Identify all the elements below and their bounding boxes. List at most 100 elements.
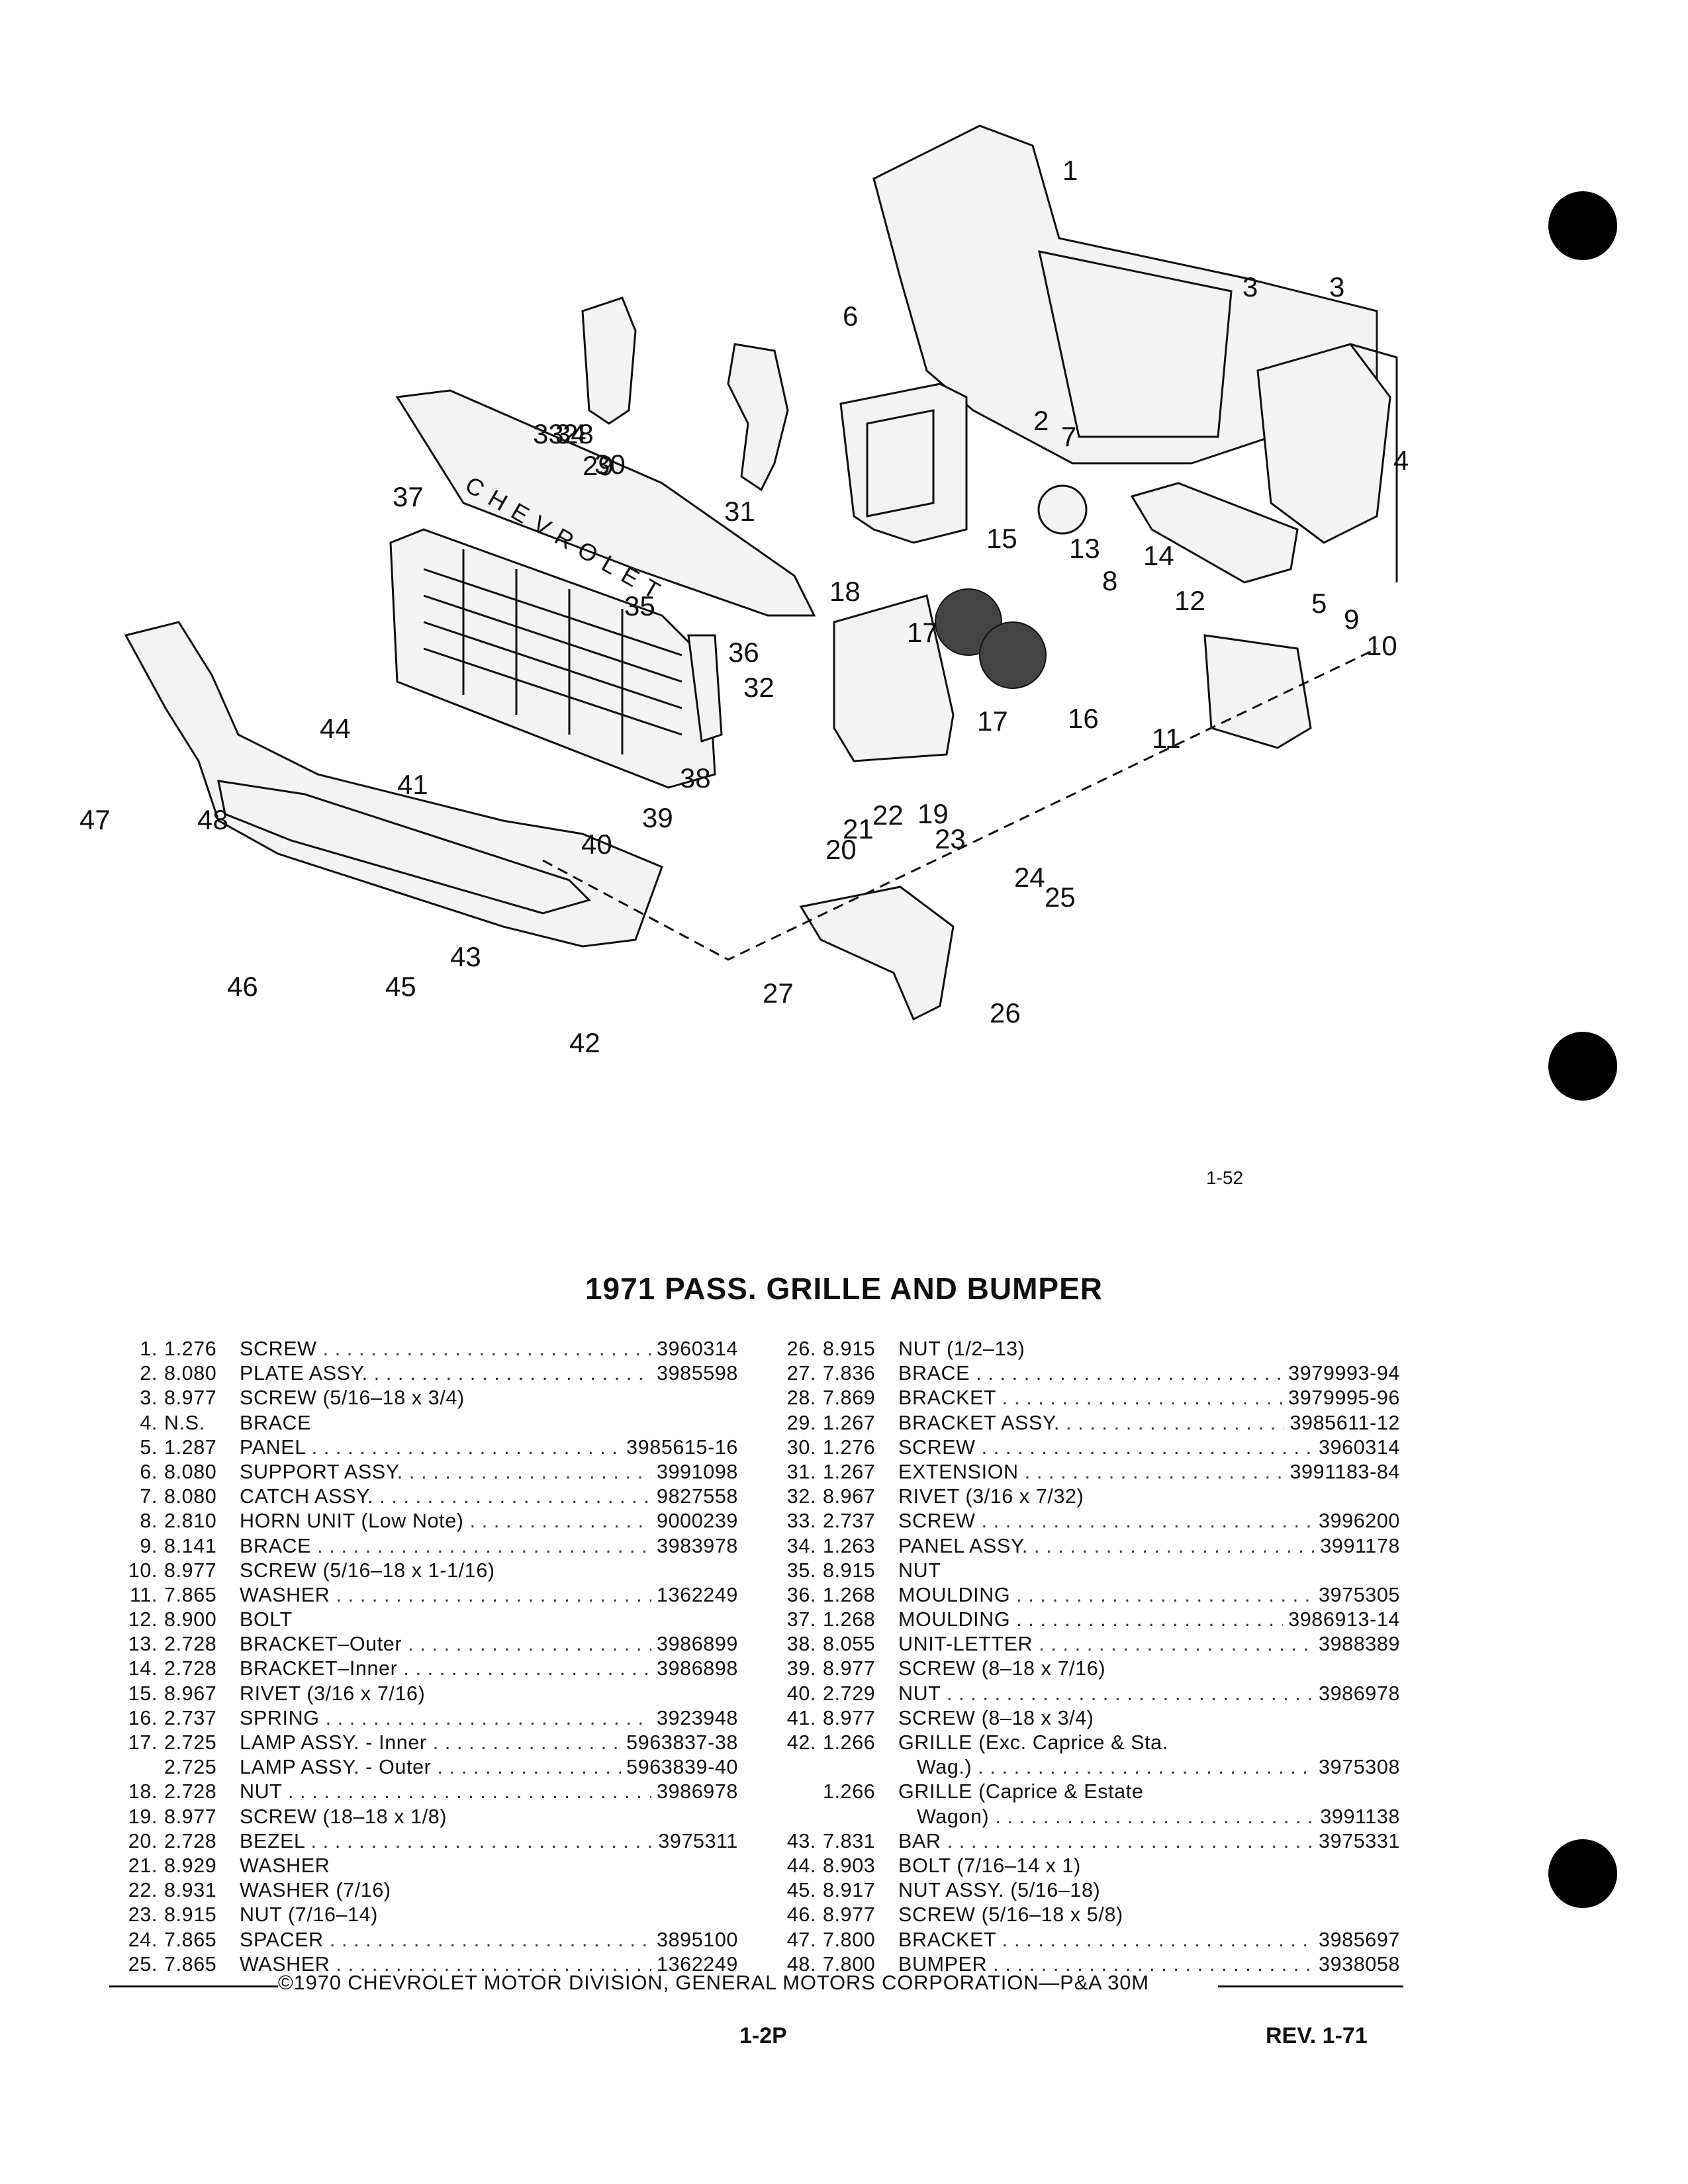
part-description: RIVET (3/16 x 7/32) xyxy=(898,1485,1084,1508)
part-description: WASHER (7/16) xyxy=(240,1879,391,1902)
callout-37: 37 xyxy=(393,481,424,512)
item-number: 28. xyxy=(786,1387,816,1410)
group-number: 2.728 xyxy=(164,1657,217,1680)
part-number: 3991183-84 xyxy=(1284,1459,1400,1485)
item-number: 4. xyxy=(140,1411,158,1434)
item-number: 29. xyxy=(786,1411,816,1434)
headlamp-bezel xyxy=(833,594,955,762)
callout-17: 17 xyxy=(977,705,1008,737)
callout-34: 34 xyxy=(555,418,586,449)
group-number: 1.263 xyxy=(823,1534,876,1557)
group-number: 8.929 xyxy=(164,1854,217,1877)
group-number: 2.725 xyxy=(164,1731,217,1754)
group-number: 8.977 xyxy=(164,1559,217,1582)
support-assy xyxy=(839,383,968,544)
callout-32: 32 xyxy=(743,672,774,703)
bumper-bar xyxy=(124,621,663,948)
part-number: 3979993-94 xyxy=(1283,1361,1400,1387)
figure-number: 1-52 xyxy=(1206,1167,1244,1188)
part-number: 3986913-14 xyxy=(1283,1608,1400,1633)
group-number: 1.268 xyxy=(823,1608,876,1631)
item-number: 39. xyxy=(786,1657,816,1680)
group-number: 8.915 xyxy=(823,1559,876,1582)
binder-hole-middle xyxy=(1548,1032,1617,1101)
part-description: GRILLE (Exc. Caprice & Sta. xyxy=(898,1731,1168,1754)
copyright-rule-right xyxy=(1218,1985,1403,1987)
parts-list-row: Wagon) . . . . . . . . . . . . . . . . .… xyxy=(778,1804,1400,1829)
part-number: 3975311 xyxy=(653,1829,738,1854)
callout-21: 21 xyxy=(843,813,874,844)
part-description: SCREW (8–18 x 3/4) xyxy=(898,1706,1094,1729)
group-number: 8.080 xyxy=(164,1460,217,1483)
part-number: 3986978 xyxy=(1313,1681,1400,1706)
group-number: N.S. xyxy=(164,1411,205,1434)
callout-35: 35 xyxy=(624,590,655,621)
item-number: 14. xyxy=(128,1657,158,1680)
callout-5: 5 xyxy=(1311,588,1327,619)
part-number: 3988389 xyxy=(1313,1632,1400,1657)
group-number: 8.977 xyxy=(164,1387,217,1410)
copyright-line: ©1970 CHEVROLET MOTOR DIVISION, GENERAL … xyxy=(278,1971,1149,1995)
horn-unit xyxy=(1037,484,1088,535)
binder-hole-bottom xyxy=(1548,1839,1617,1908)
part-number: 3975308 xyxy=(1313,1755,1400,1780)
part-description: WASHER xyxy=(240,1854,330,1877)
callout-29: 29 xyxy=(583,450,614,481)
callout-25: 25 xyxy=(1045,882,1076,913)
lamp-outer xyxy=(979,621,1047,689)
item-number: 3. xyxy=(140,1387,158,1410)
callout-14: 14 xyxy=(1143,540,1174,571)
part-description: SCREW (8–18 x 7/16) xyxy=(898,1657,1106,1680)
callout-4: 4 xyxy=(1393,445,1409,476)
group-number: 2.729 xyxy=(823,1682,876,1705)
part-description: NUT (1/2–13) xyxy=(898,1338,1025,1360)
part-description: SCREW (18–18 x 1/8) xyxy=(240,1805,447,1828)
part-description: SCREW (5/16–18 x 1-1/16) xyxy=(240,1559,495,1582)
callout-44: 44 xyxy=(320,713,351,744)
item-number: 41. xyxy=(786,1706,816,1729)
part-number: 3938058 xyxy=(1313,1952,1400,1977)
callout-28: 28 xyxy=(563,418,594,449)
part-number: 3996200 xyxy=(1313,1509,1400,1534)
part-number: 3923948 xyxy=(651,1706,738,1731)
group-number: 8.977 xyxy=(823,1657,876,1680)
group-number: 7.865 xyxy=(164,1583,217,1606)
part-number: 9827558 xyxy=(651,1484,738,1510)
item-number: 20. xyxy=(128,1829,158,1852)
group-number: 1.276 xyxy=(164,1338,217,1360)
part-description: NUT xyxy=(898,1559,941,1582)
item-number: 8. xyxy=(140,1510,158,1533)
callout-9: 9 xyxy=(1344,604,1359,635)
item-number: 19. xyxy=(128,1805,158,1828)
item-number: 45. xyxy=(786,1879,816,1902)
group-number: 8.080 xyxy=(164,1362,217,1385)
item-number: 27. xyxy=(786,1362,816,1385)
item-number: 6. xyxy=(140,1460,158,1483)
group-number: 7.865 xyxy=(164,1928,217,1951)
item-number: 16. xyxy=(128,1706,158,1729)
group-number: 8.977 xyxy=(164,1805,217,1828)
part-description: SCREW . . . . . . . . . . . . . . . . . … xyxy=(898,1510,1400,1533)
group-number: 1.268 xyxy=(823,1583,876,1606)
part-number: 3983978 xyxy=(651,1533,738,1559)
